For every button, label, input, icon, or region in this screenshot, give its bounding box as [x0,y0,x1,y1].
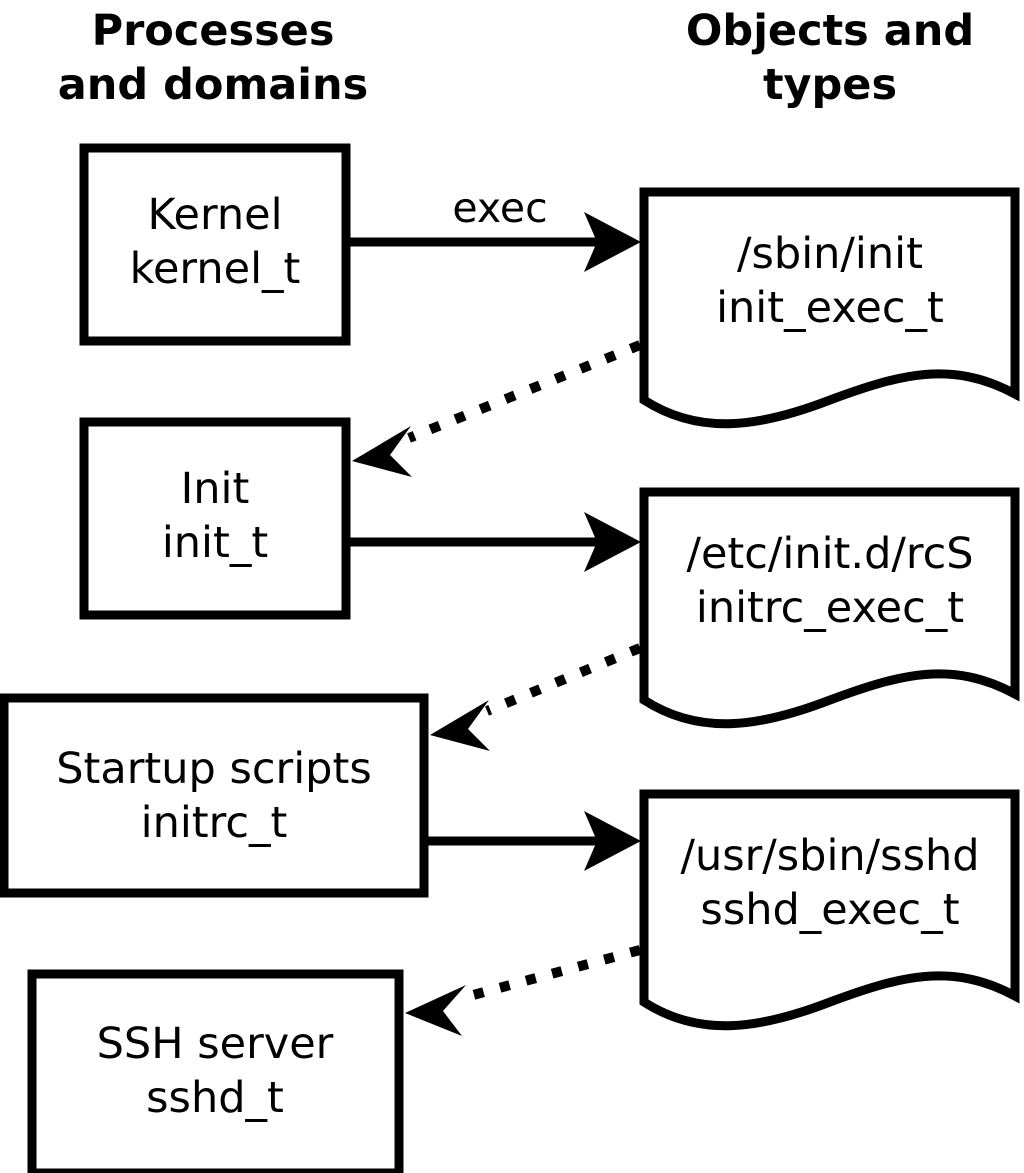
node-init-exec[interactable]: /sbin/init init_exec_t [639,187,1020,429]
node-initrc-exec-document[interactable] [639,487,1020,729]
edge-sshd-exec-to-sshd [405,945,642,1036]
node-sshd-line2: sshd_t [146,1073,284,1123]
node-sshd-exec-line1: /usr/sbin/sshd [680,831,979,881]
edge-init-to-initrc-exec [346,512,641,572]
node-initrc-box[interactable] [0,693,429,898]
edge-init-to-initrc-exec-arrowhead [584,512,641,572]
column-header-objects-line2: types [763,60,897,110]
column-header-processes-line1: Processes [92,6,335,56]
edge-label-exec: exec [452,184,547,232]
node-kernel[interactable]: Kernel kernel_t [79,143,351,346]
node-init-exec-document[interactable] [639,187,1020,429]
edge-initrc-to-sshd-exec [424,811,641,871]
edge-init-exec-to-init [352,340,642,477]
node-sshd-line1: SSH server [97,1019,334,1069]
node-initrc-exec-line2: initrc_exec_t [696,583,964,633]
edge-initrc-exec-to-initrc [430,643,642,751]
node-initrc-line1: Startup scripts [56,744,372,794]
node-sshd-box[interactable] [27,969,404,1173]
node-kernel-box[interactable] [79,143,351,346]
edge-kernel-to-init-exec-arrowhead [584,212,641,272]
column-header-objects: Objects and types [686,6,974,110]
node-initrc-exec-line1: /etc/init.d/rcS [686,529,973,579]
node-init-line2: init_t [162,518,268,568]
node-kernel-line1: Kernel [147,190,282,240]
node-kernel-line2: kernel_t [130,244,301,294]
node-init-box[interactable] [79,417,351,620]
node-init[interactable]: Init init_t [79,417,351,620]
node-initrc-line2: initrc_t [141,798,288,848]
node-sshd[interactable]: SSH server sshd_t [27,969,404,1173]
column-header-processes-line2: and domains [58,60,368,110]
node-initrc[interactable]: Startup scripts initrc_t [0,693,429,898]
edge-init-exec-to-init-line [407,340,642,443]
edge-sshd-exec-to-sshd-line [460,945,642,1003]
edge-initrc-exec-to-initrc-line [485,643,642,716]
column-header-processes: Processes and domains [58,6,368,110]
column-header-objects-line1: Objects and [686,6,974,56]
node-init-exec-line1: /sbin/init [737,229,923,279]
node-sshd-exec-document[interactable] [639,789,1020,1031]
node-sshd-exec[interactable]: /usr/sbin/sshd sshd_exec_t [639,789,1020,1031]
edge-sshd-exec-to-sshd-arrowhead [405,985,466,1036]
node-initrc-exec[interactable]: /etc/init.d/rcS initrc_exec_t [639,487,1020,729]
edge-init-exec-to-init-arrowhead [352,426,412,477]
edge-initrc-exec-to-initrc-arrowhead [430,700,490,751]
node-init-line1: Init [181,464,250,514]
edge-kernel-to-init-exec: exec [346,184,641,272]
edge-initrc-to-sshd-exec-arrowhead [584,811,641,871]
node-init-exec-line2: init_exec_t [716,283,944,333]
node-sshd-exec-line2: sshd_exec_t [700,885,959,935]
